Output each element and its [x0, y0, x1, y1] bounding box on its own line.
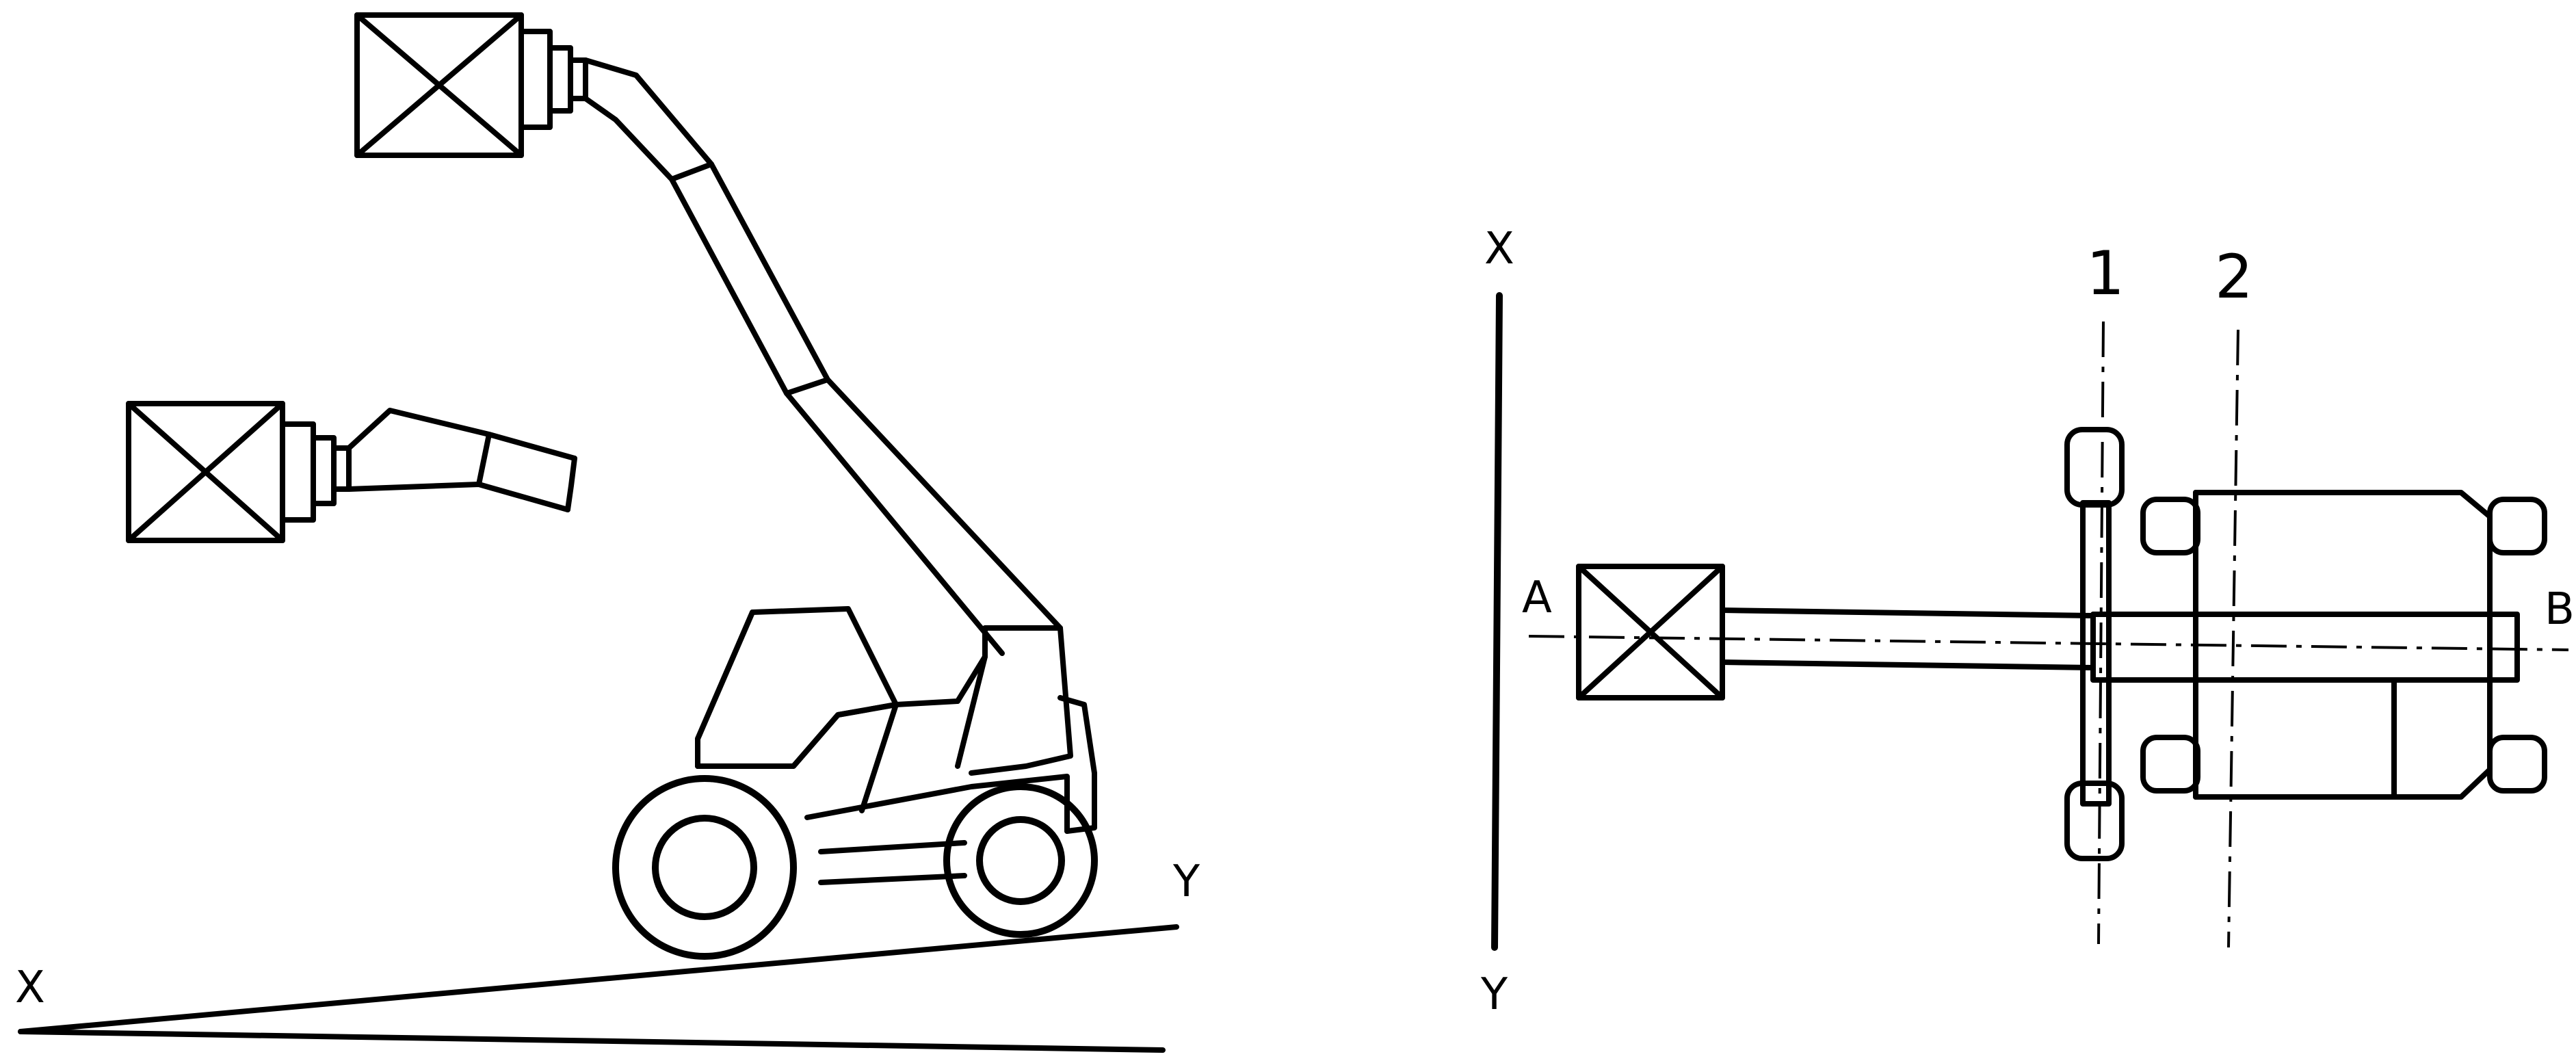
- axle-line-1: [2097, 321, 2105, 945]
- plan-rear-wheels: [2140, 497, 2547, 794]
- point-b-label: B: [2545, 584, 2575, 635]
- right-y-label: Y: [1480, 969, 1508, 1020]
- lowered-load-box: [126, 401, 285, 543]
- front-wheel: [612, 775, 797, 960]
- front-axle: [2064, 427, 2125, 861]
- rear-wheel: [943, 783, 1098, 938]
- right-x-label: X: [1484, 224, 1514, 274]
- point-a-label: A: [1522, 573, 1552, 623]
- extended-boom: [583, 57, 1063, 656]
- raised-load-box: [354, 12, 524, 158]
- plan-boom: [1720, 607, 2520, 683]
- tipping-line-xy: [1491, 292, 1503, 951]
- plan-view: X Y A B 1: [1480, 224, 2575, 1020]
- plan-load-box: [1576, 564, 1725, 700]
- raised-carriage: [518, 29, 588, 130]
- left-y-label: Y: [1172, 856, 1200, 907]
- centreline-ab: [1528, 635, 2569, 651]
- lowered-carriage: [280, 421, 352, 523]
- lowered-boom: [346, 408, 577, 512]
- telehandler-body: [695, 606, 1097, 885]
- axle-2-label: 2: [2215, 241, 2253, 312]
- axle-1-label: 1: [2086, 238, 2125, 309]
- left-x-label: X: [15, 962, 45, 1013]
- side-view: X Y: [15, 12, 1200, 1053]
- slope-ground: [18, 924, 1179, 1053]
- axle-line-2: [2227, 329, 2239, 948]
